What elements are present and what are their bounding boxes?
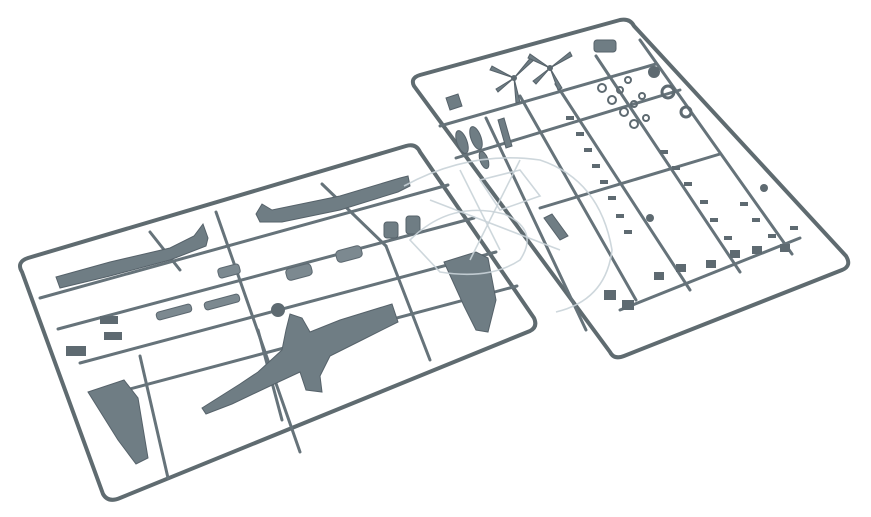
sprue-gate-hub [271,303,285,317]
propeller [489,55,536,104]
drop-tank [455,130,469,154]
right-sprue [410,17,851,360]
wheel [679,105,693,119]
right-sprue-frame [410,17,851,360]
small-panel [155,303,193,321]
small-panel [203,293,241,311]
small-panel [217,263,241,279]
clear-sprue [403,157,613,313]
left-sprue [18,143,538,502]
wheel [648,66,660,78]
tail-fin [87,379,149,465]
wheel [660,84,676,100]
canopy [408,209,528,276]
cockpit-part [405,215,421,235]
fuselage-half-upper [255,175,411,223]
small-detail-parts [566,116,798,310]
rudder [443,251,497,333]
engine-part [593,39,617,53]
small-part [100,316,118,324]
gear-leg [543,213,569,241]
small-part [104,332,122,340]
exhaust-part [497,117,513,149]
propeller [527,51,573,91]
small-panel [335,245,363,263]
small-part [66,346,86,356]
ring-parts [597,76,650,129]
windscreen [478,169,542,211]
clear-runner [403,157,613,313]
left-sprue-frame [18,143,538,502]
drop-tank [469,126,483,150]
seat-part [445,93,463,111]
fuselage-half-lower [55,222,209,289]
cockpit-part [383,221,399,239]
small-panel [285,263,313,281]
lower-wing [201,303,399,415]
